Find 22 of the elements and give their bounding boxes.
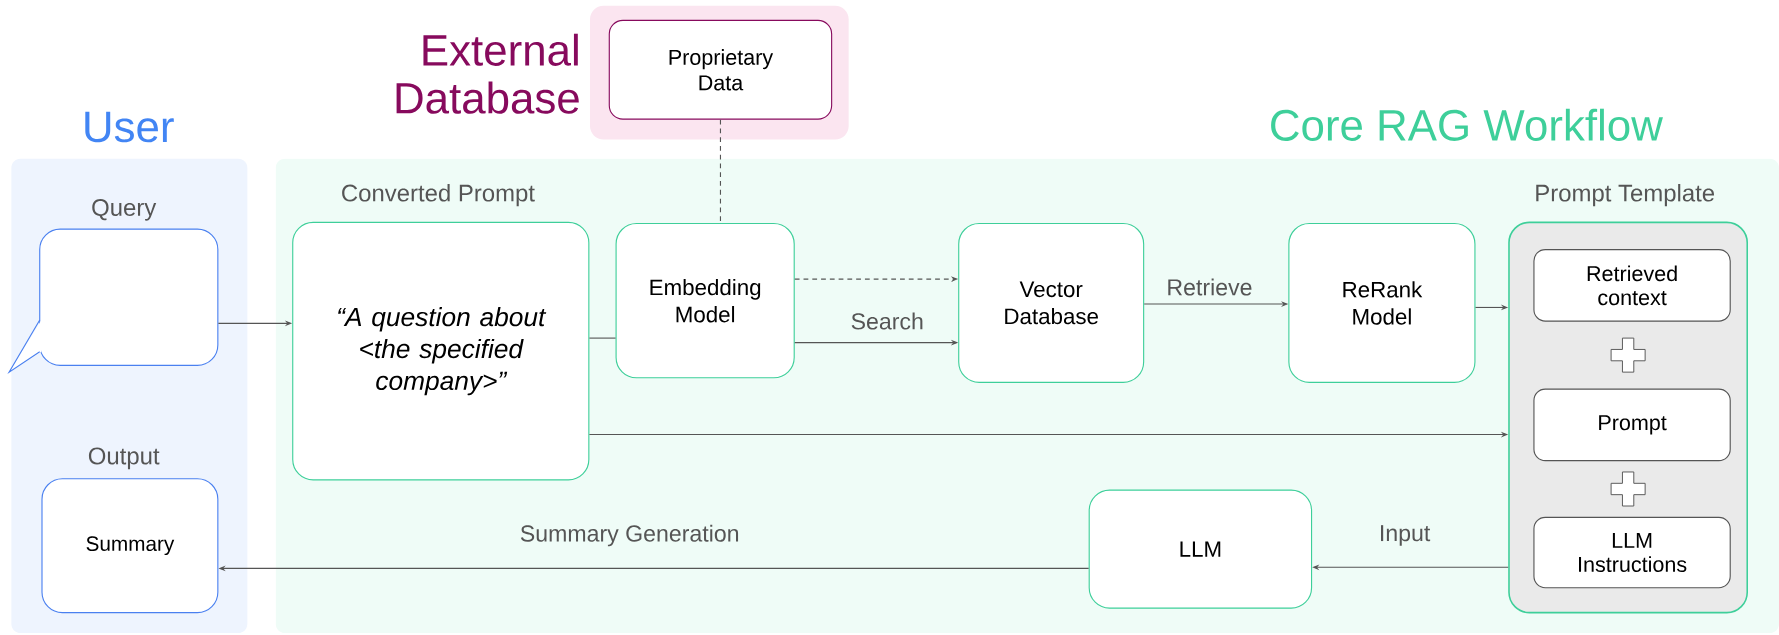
section-title: Core RAG Workflow [1271,108,1663,141]
prompt-box: “A question about <the specified company>” [292,221,590,481]
connector-line [588,337,617,339]
dashed-line [719,118,721,224]
edge-label: Search [849,310,926,331]
process-box: Vector Database [958,222,1145,383]
edge-label: Summary Generation [518,522,742,548]
section-title: Prompt Template [1536,183,1715,207]
section-title: User [85,111,174,143]
section-title: External Database [396,33,579,114]
component-box: Prompt [1533,388,1731,461]
component-box: Retrieved context [1533,248,1731,322]
section-title: Output [88,447,160,469]
data-box: Proprietary Data [608,19,833,120]
section-title: Query [92,198,157,221]
process-box: LLM [1088,489,1313,609]
process-box: Embedding Model [615,222,795,379]
output-box: Summary [41,478,219,614]
component-box: LLM Instructions [1533,516,1731,589]
process-box: ReRank Model [1288,222,1476,383]
section-title: Converted Prompt [342,183,535,207]
edge-label: Input [1377,523,1432,548]
